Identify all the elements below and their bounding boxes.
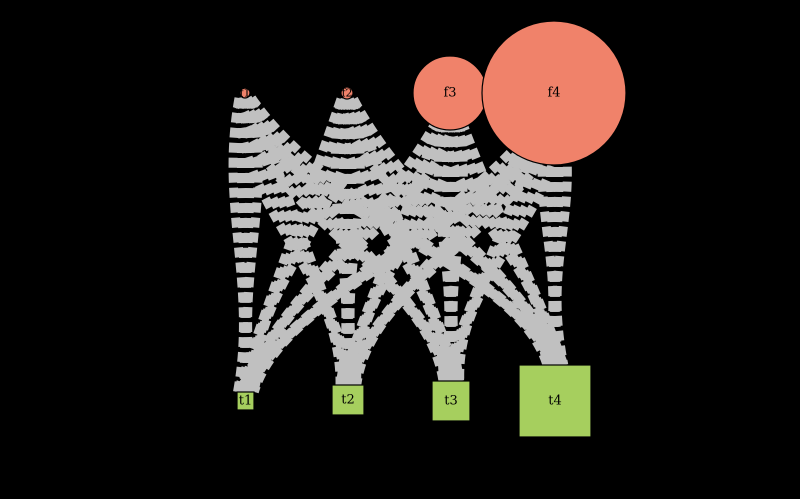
node-f1-circle xyxy=(239,87,251,99)
edge-f1-t4-2 xyxy=(243,95,563,368)
node-t2-square xyxy=(331,384,365,416)
node-t1-label: t1 xyxy=(239,394,253,409)
node-t2-label: t2 xyxy=(341,393,355,408)
edge-f4-t3-3 xyxy=(455,106,566,382)
node-f2: f2 xyxy=(340,86,354,100)
edge-f1-t4-3 xyxy=(247,95,568,368)
node-f2-circle xyxy=(340,86,354,100)
node-f2-label: f2 xyxy=(341,87,352,100)
node-t4-square xyxy=(518,364,592,438)
edge-f4-t2-3 xyxy=(352,106,566,386)
node-t3-square xyxy=(431,380,471,422)
edge-f3-t1-1 xyxy=(238,105,453,394)
node-f3-label: f3 xyxy=(443,86,456,101)
node-t3-label: t3 xyxy=(444,394,458,409)
node-f1-label: f1 xyxy=(239,87,250,100)
node-t3: t3 xyxy=(431,380,471,422)
node-f4-label: f4 xyxy=(547,86,560,101)
node-f1: f1 xyxy=(239,87,251,100)
node-t1-square xyxy=(236,391,255,411)
edge-f1-t4-1 xyxy=(239,96,557,367)
node-t1: t1 xyxy=(236,391,255,411)
edge-f3-t1-2 xyxy=(244,105,457,394)
edge-f2-t1-0 xyxy=(233,97,346,394)
node-layer: f1 f2 f3 f4 t1 t2 xyxy=(236,20,627,438)
node-t4: t4 xyxy=(518,364,592,438)
node-t2: t2 xyxy=(331,384,365,416)
edge-f1-t1-0 xyxy=(228,97,248,393)
node-t4-label: t4 xyxy=(548,394,562,409)
node-f4-circle xyxy=(481,20,627,166)
edge-f1-t1-1 xyxy=(236,97,250,393)
node-f4: f4 xyxy=(481,20,627,166)
node-f3: f3 xyxy=(412,55,488,131)
